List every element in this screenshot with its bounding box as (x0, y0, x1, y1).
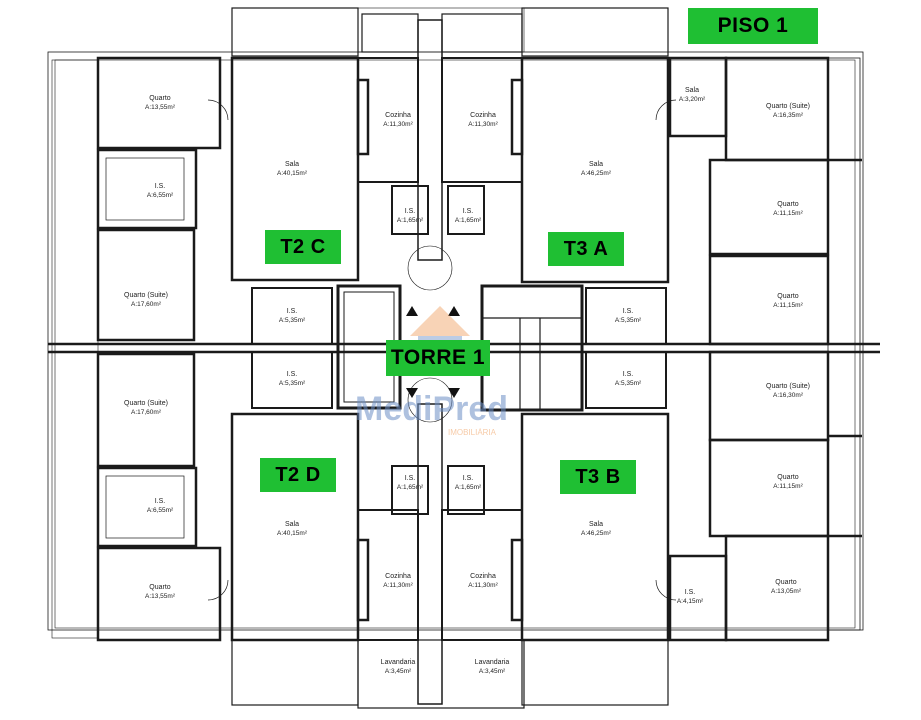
room-name: Quarto (Suite) (124, 292, 168, 299)
room-name: Cozinha (470, 573, 496, 580)
room-name: I.S. (623, 308, 634, 315)
room-area: A:13,05m² (771, 588, 802, 595)
room-area: A:1,65m² (455, 217, 482, 224)
room-area: A:17,60m² (131, 301, 162, 308)
room-area: A:4,15m² (677, 598, 704, 605)
room-name: Quarto (777, 474, 799, 481)
room-area: A:11,30m² (383, 121, 413, 128)
room-area: A:17,60m² (131, 409, 162, 416)
room-area: A:40,15m² (277, 170, 308, 177)
room-name: Sala (589, 161, 603, 168)
room-area: A:6,55m² (147, 507, 174, 514)
room-name: Quarto (775, 579, 797, 586)
room-name: Sala (285, 521, 299, 528)
room-area: A:11,15m² (773, 302, 803, 309)
room-name: Quarto (149, 95, 171, 102)
room-area: A:13,55m² (145, 104, 176, 111)
room-name: I.S. (463, 475, 474, 482)
floor-label: PISO 1 (688, 8, 818, 44)
unit-tag-t3b: T3 B (560, 460, 636, 494)
room-area: A:40,15m² (277, 530, 308, 537)
room-name: I.S. (405, 208, 416, 215)
watermark-brand: MediPred (355, 390, 509, 428)
room-name: Lavandaria (381, 659, 416, 666)
room-name: Cozinha (385, 573, 411, 580)
plan-walls (47, 7, 880, 709)
room-area: A:5,35m² (279, 317, 306, 324)
room-area: A:5,35m² (615, 317, 642, 324)
room-area: A:1,65m² (397, 484, 424, 491)
stair-arrows (406, 306, 460, 398)
room-area: A:46,25m² (581, 170, 612, 177)
unit-tag-t2c: T2 C (265, 230, 341, 264)
room-name: I.S. (685, 589, 696, 596)
room-name: Quarto (777, 201, 799, 208)
room-name: Cozinha (385, 112, 411, 119)
room-name: Quarto (Suite) (124, 400, 168, 407)
room-area: A:11,15m² (773, 210, 803, 217)
room-name: I.S. (155, 183, 166, 190)
room-area: A:3,20m² (679, 96, 706, 103)
room-area: A:1,65m² (397, 217, 424, 224)
room-name: I.S. (287, 308, 298, 315)
room-name: Cozinha (470, 112, 496, 119)
room-area: A:11,30m² (468, 121, 498, 128)
tower-label: TORRE 1 (386, 340, 490, 376)
room-area: A:5,35m² (279, 380, 306, 387)
room-area: A:16,35m² (773, 112, 804, 119)
room-name: Quarto (Suite) (766, 383, 810, 390)
room-name: I.S. (405, 475, 416, 482)
room-area: A:13,55m² (145, 593, 176, 600)
room-area: A:11,30m² (383, 582, 413, 589)
room-name: Sala (285, 161, 299, 168)
room-area: A:11,15m² (773, 483, 803, 490)
room-name: Quarto (149, 584, 171, 591)
unit-tag-t2d: T2 D (260, 458, 336, 492)
room-name: I.S. (287, 371, 298, 378)
room-name: I.S. (463, 208, 474, 215)
room-labels: Quarto A:13,55m² I.S. A:6,55m² Quarto (S… (124, 87, 810, 675)
unit-tag-t3a: T3 A (548, 232, 624, 266)
room-name: Quarto (777, 293, 799, 300)
room-area: A:11,30m² (468, 582, 498, 589)
room-name: Quarto (Suite) (766, 103, 810, 110)
room-name: Sala (589, 521, 603, 528)
room-area: A:1,65m² (455, 484, 482, 491)
room-area: A:6,55m² (147, 192, 174, 199)
room-area: A:3,45m² (479, 668, 506, 675)
room-name: Sala (685, 87, 699, 94)
room-area: A:46,25m² (581, 530, 612, 537)
watermark-sub: IMOBILIÁRIA (448, 428, 497, 437)
room-name: I.S. (623, 371, 634, 378)
room-area: A:3,45m² (385, 668, 412, 675)
room-name: I.S. (155, 498, 166, 505)
room-area: A:5,35m² (615, 380, 642, 387)
room-area: A:16,30m² (773, 392, 804, 399)
room-name: Lavandaria (475, 659, 510, 666)
